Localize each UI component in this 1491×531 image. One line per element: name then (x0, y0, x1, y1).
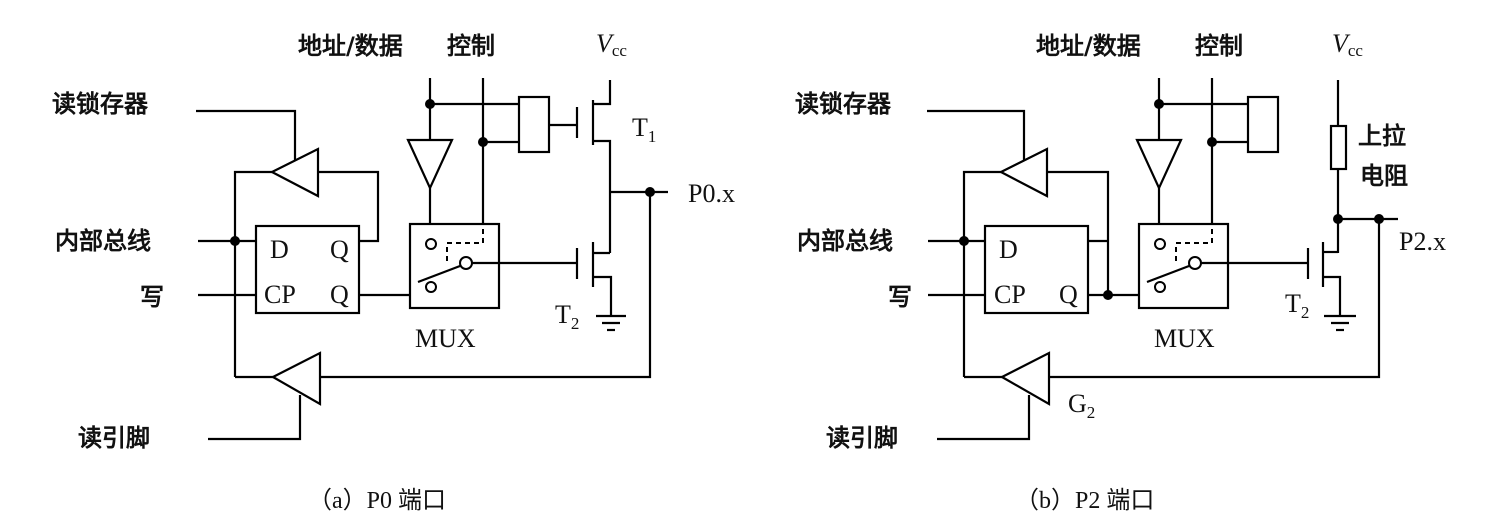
caption-p2: （b）P2 端口 (1015, 487, 1154, 514)
pullup-label-line1: 上拉 (1358, 122, 1406, 150)
label-control: 控制 (447, 32, 495, 60)
label-vcc: Vcc (1332, 29, 1363, 60)
label-vcc: Vcc (596, 29, 627, 60)
pin-label[interactable]: P2.x (1399, 227, 1446, 256)
junction-dot (1333, 214, 1343, 224)
d-latch-box (983, 224, 1090, 315)
read-pin-buffer-g2 (999, 351, 1051, 406)
t1-source (593, 139, 612, 253)
pullup-resistor (1329, 124, 1348, 171)
label-addr-data: 地址/数据 (1036, 32, 1141, 60)
latch-q-label: Q (330, 235, 349, 264)
t1-drain (593, 80, 612, 106)
mux-contact-upper (425, 238, 437, 250)
label-read-latch: 读锁存器 (795, 90, 892, 118)
label-addr-data: 地址/数据 (298, 32, 403, 60)
label-internal-bus: 内部总线 (55, 227, 151, 255)
diagram-p0-port: 读锁存器 内部总线 写 读引脚 地址/数据 控制 Vcc D Q CP Q (52, 29, 735, 514)
g2-label: G2 (1068, 389, 1095, 422)
label-write: 写 (888, 283, 912, 311)
latch-q-label: Q (1059, 280, 1078, 309)
mux-switch-pivot (459, 256, 473, 270)
and-gate (517, 95, 551, 154)
mux-box (1137, 222, 1230, 310)
wire-read-pin (937, 395, 1031, 441)
wire-q-to-buffer (1047, 170, 1110, 295)
caption-p0: （a）P0 端口 (308, 487, 446, 514)
wire-pin-feedback (1049, 219, 1381, 379)
read-pin-buffer (270, 351, 322, 406)
wire-read-pin (208, 395, 302, 441)
label-read-latch: 读锁存器 (52, 90, 149, 118)
label-write: 写 (140, 283, 164, 311)
pin-label[interactable]: P0.x (688, 179, 735, 208)
addr-data-buffer (406, 138, 454, 191)
mux-switch-arm (417, 264, 461, 284)
mux-label: MUX (415, 324, 476, 353)
latch-d-label: D (999, 235, 1018, 264)
t2-label: T2 (1285, 289, 1309, 322)
label-read-pin: 读引脚 (826, 424, 898, 452)
mux-contact-lower (425, 281, 437, 293)
wire-read-latch (196, 109, 297, 165)
ground-icon (596, 314, 626, 332)
wire-read-latch (927, 109, 1026, 165)
mux-control-link (1175, 226, 1213, 261)
label-read-pin: 读引脚 (78, 424, 150, 452)
addr-data-buffer (1135, 138, 1183, 191)
latch-cp-label: CP (264, 280, 296, 309)
mux-contact-lower (1154, 281, 1166, 293)
pullup-label-line2: 电阻 (1360, 162, 1408, 190)
t2-label: T2 (555, 300, 579, 333)
junction-dot (230, 236, 240, 246)
wire-pin-feedback (320, 192, 652, 379)
mux-label: MUX (1154, 324, 1215, 353)
wire-latch-feedback-bus (962, 170, 1001, 377)
latch-d-label: D (270, 235, 289, 264)
latch-cp-label: CP (994, 280, 1026, 309)
mux-switch-arm (1146, 264, 1190, 284)
wire-q-to-buffer (318, 170, 380, 243)
latch-qbar-label: Q (330, 280, 349, 309)
t1-label: T1 (632, 113, 656, 146)
mux-box (408, 222, 501, 310)
t2-source (1323, 275, 1342, 316)
ground-icon (1324, 314, 1356, 332)
mux-contact-upper (1154, 238, 1166, 250)
and-gate (1246, 95, 1280, 154)
label-control: 控制 (1195, 32, 1243, 60)
label-internal-bus: 内部总线 (797, 227, 893, 255)
d-latch-box (254, 224, 361, 315)
mux-control-link (446, 226, 484, 261)
wire-latch-feedback-bus (233, 170, 272, 377)
t2-source (593, 275, 613, 316)
junction-dot (959, 236, 969, 246)
diagram-p2-port: 读锁存器 内部总线 写 读引脚 地址/数据 控制 Vcc D CP Q (795, 29, 1446, 514)
mux-switch-pivot (1188, 256, 1202, 270)
junction-dot (1103, 290, 1113, 300)
